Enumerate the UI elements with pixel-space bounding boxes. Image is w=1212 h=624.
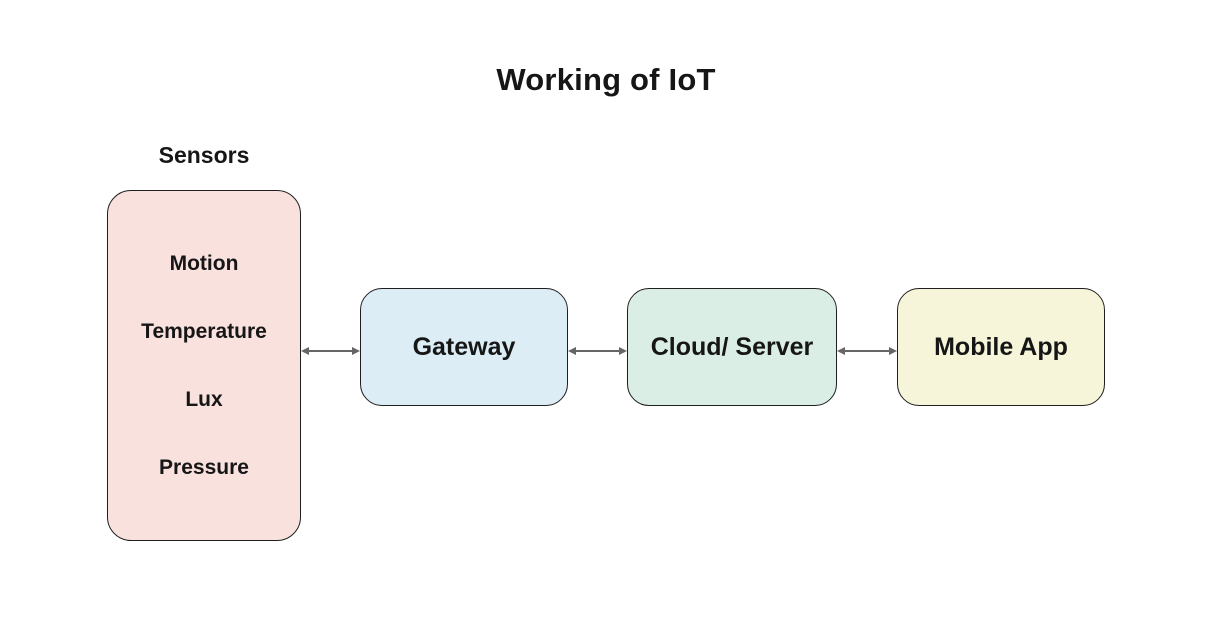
sensors-group-label: Sensors [158, 142, 250, 168]
sensor-item-pressure: Pressure [159, 456, 249, 480]
node-mobile-app: Mobile App [897, 288, 1105, 406]
arrowhead-right-icon [889, 347, 897, 355]
connector-line [309, 350, 352, 352]
connector-sensors-gateway [301, 345, 360, 357]
node-cloud-server: Cloud/ Server [627, 288, 837, 406]
node-mobile-app-label: Mobile App [934, 332, 1068, 361]
node-gateway: Gateway [360, 288, 568, 406]
node-cloud-server-label: Cloud/ Server [650, 332, 814, 361]
node-gateway-label: Gateway [412, 332, 516, 361]
sensor-item-temperature: Temperature [141, 319, 267, 343]
connector-line [845, 350, 889, 352]
arrowhead-left-icon [301, 347, 309, 355]
sensor-item-motion: Motion [169, 251, 239, 275]
arrowhead-left-icon [568, 347, 576, 355]
arrowhead-right-icon [352, 347, 360, 355]
connector-cloud-mobile [837, 345, 897, 357]
sensor-item-lux: Lux [185, 388, 223, 411]
diagram-title: Working of IoT [496, 62, 716, 97]
connector-gateway-cloud [568, 345, 627, 357]
connector-line [576, 350, 619, 352]
arrowhead-right-icon [619, 347, 627, 355]
arrowhead-left-icon [837, 347, 845, 355]
sensors-group-box: Motion Temperature Lux Pressure [107, 190, 301, 541]
